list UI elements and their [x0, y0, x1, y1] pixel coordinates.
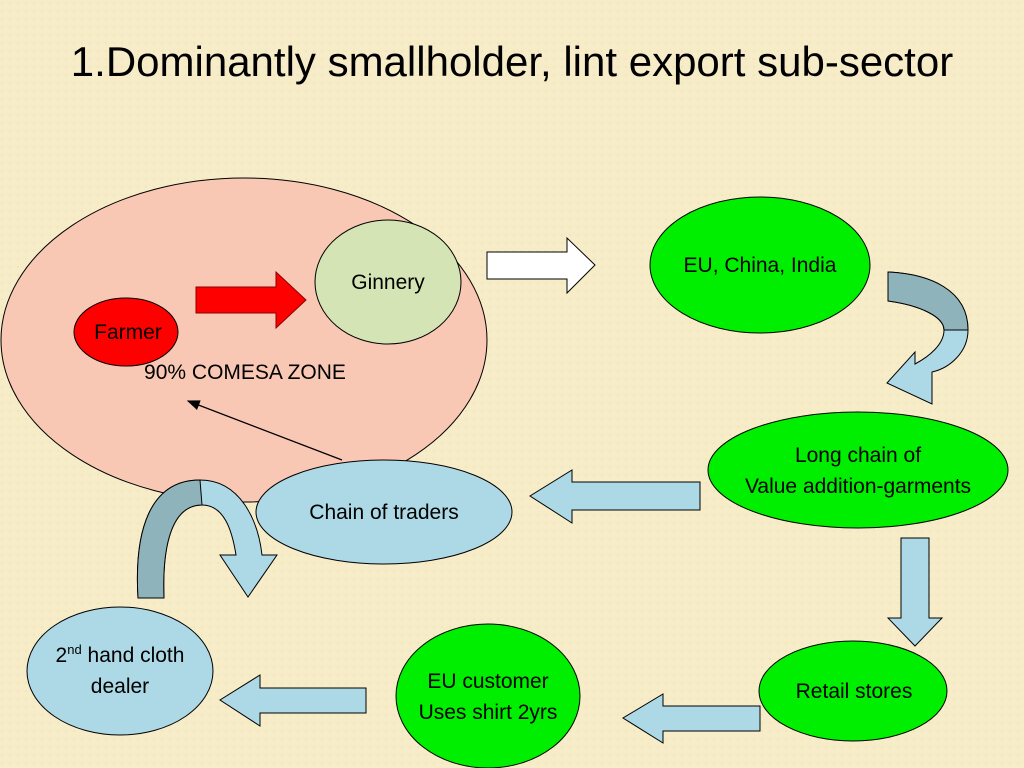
second-hand-line1: 2nd hand cloth — [27, 640, 213, 671]
eu-customer-node — [395, 623, 581, 768]
white-arrow-icon — [486, 236, 596, 295]
chain-of-traders-node — [255, 459, 513, 565]
second-hand-dealer-label: 2nd hand cloth dealer — [27, 640, 213, 702]
ginnery-node — [314, 219, 462, 345]
comesa-zone-label: 90% COMESA ZONE — [144, 361, 346, 384]
chain-of-traders-label: Chain of traders — [309, 501, 459, 524]
second-hand-rest: hand cloth — [81, 644, 185, 667]
left-arrow-traders-icon — [529, 469, 701, 524]
eu-china-india-node — [649, 196, 871, 334]
left-arrow-dealer-icon — [219, 674, 367, 727]
left-arrow-customer-icon — [622, 693, 761, 744]
long-chain-line1: Long chain of — [794, 444, 922, 467]
second-hand-line2: dealer — [90, 675, 150, 698]
eu-china-india-label: EU, China, India — [683, 254, 837, 277]
ginnery-label: Ginnery — [351, 271, 425, 294]
long-chain-line2: Value addition-garments — [744, 475, 972, 498]
curved-arrow-up-shade — [136, 479, 203, 599]
slide-title: 1.Dominantly smallholder, lint export su… — [70, 38, 954, 85]
feedback-line — [186, 400, 343, 461]
farmer-label: Farmer — [94, 321, 162, 344]
curved-arrow-shade — [887, 271, 969, 331]
red-arrow-icon — [195, 270, 307, 330]
eu-customer-line1: EU customer — [427, 670, 549, 693]
farmer-node — [73, 297, 179, 367]
retail-stores-label: Retail stores — [795, 680, 913, 703]
eu-customer-line2: Uses shirt 2yrs — [418, 701, 558, 724]
second-hand-sup: nd — [67, 642, 82, 657]
long-chain-label: Long chain of Value addition-garments — [708, 440, 1008, 502]
second-hand-number: 2 — [55, 644, 68, 667]
retail-stores-node — [758, 640, 948, 742]
long-chain-node — [707, 411, 1009, 529]
second-hand-dealer-node — [26, 606, 214, 736]
eu-customer-label: EU customer Uses shirt 2yrs — [396, 666, 580, 728]
down-arrow-retail-icon — [886, 537, 944, 647]
